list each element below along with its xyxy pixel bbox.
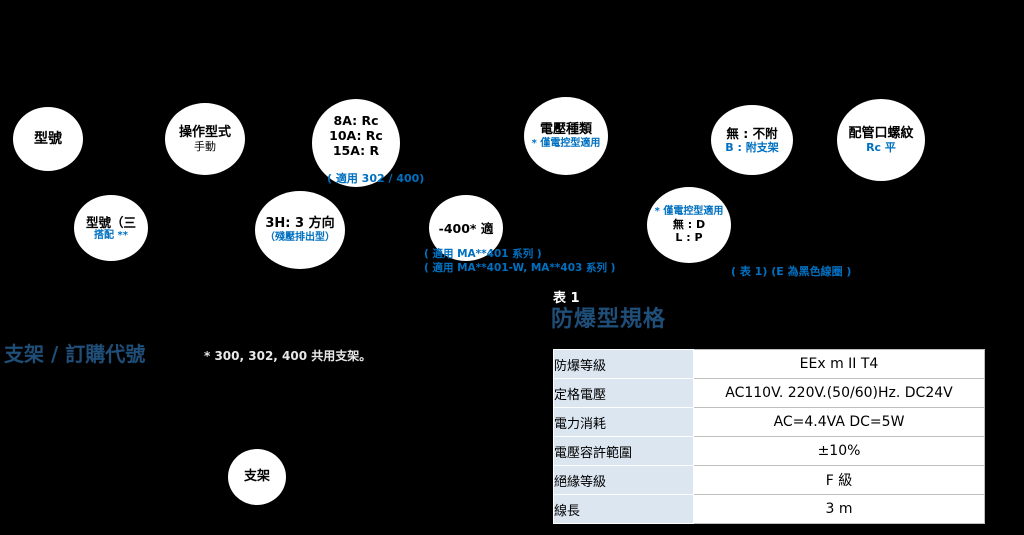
table-row: 線長 3 m [553, 494, 985, 524]
spec-table-tag: 表 1 [553, 291, 580, 306]
spec-table: 防爆等級 EEx m II T4 定格電壓 AC110V. 220V.(50/6… [553, 349, 985, 524]
electric-line-1: 無 : D [672, 217, 706, 231]
callout-three-way: 3H: 3 方向 （殘壓排出型） [255, 191, 345, 269]
row-label: 電壓容許範圍 [553, 436, 694, 466]
port-size-line-2: 10A: Rc [329, 128, 383, 143]
table-ref-note: ( 表 1) (E 為黑色線圈 ) [731, 265, 852, 278]
row-label: 定格電壓 [553, 378, 694, 408]
bracket-note: * 300, 302, 400 共用支架。 [204, 349, 372, 363]
bracket-label: 支架 [243, 469, 270, 485]
row-value: AC=4.4VA DC=5W [693, 407, 985, 437]
operation-label: 操作型式 [178, 124, 231, 140]
table-row: 電壓容許範圍 ±10% [553, 436, 985, 466]
voltage-note: * 僅電控型適用 [531, 137, 601, 149]
port-size-note: ( 適用 302 / 400) [327, 172, 425, 185]
callout-model: 型號 [13, 107, 83, 171]
port-size-line-3: 15A: R [332, 143, 380, 158]
code-400-note-2: ( 適用 MA**401-W, MA**403 系列 ) [424, 262, 616, 274]
pipe-thread-sub: Rc 平 [866, 141, 896, 155]
row-label: 防爆等級 [553, 349, 694, 379]
callout-pipe-thread: 配管口螺紋 Rc 平 [837, 99, 925, 181]
callout-bracket: 支架 [228, 449, 286, 505]
callout-model-triple: 型號（三 搭配 ** [74, 195, 148, 261]
pipe-thread-label: 配管口螺紋 [848, 125, 914, 141]
model-triple-note: 搭配 ** [94, 229, 128, 241]
bracket-option-line-2: B : 附支架 [725, 140, 779, 154]
model-triple-label: 型號（三 [85, 214, 136, 230]
row-label: 電力消耗 [553, 407, 694, 437]
bracket-option-line-1: 無 : 不附 [726, 125, 778, 141]
callout-bracket-option: 無 : 不附 B : 附支架 [711, 105, 793, 175]
row-value: EEx m II T4 [693, 349, 985, 379]
operation-sub: 手動 [194, 140, 216, 154]
three-way-label: 3H: 3 方向 [265, 216, 335, 232]
port-size-line-1: 8A: Rc [333, 113, 379, 128]
electric-line-2: L : P [675, 231, 703, 244]
table-row: 防爆等級 EEx m II T4 [553, 349, 985, 379]
model-label: 型號 [34, 130, 62, 147]
row-value: 3 m [693, 494, 985, 524]
table-row: 絕緣等級 F 級 [553, 465, 985, 495]
voltage-label: 電壓種類 [539, 122, 592, 138]
callout-code-400: -400* 適 [429, 195, 503, 261]
callout-operation: 操作型式 手動 [165, 103, 245, 175]
callout-port-size: 8A: Rc 10A: Rc 15A: R [312, 99, 400, 187]
electric-note: * 僅電控型適用 [654, 205, 724, 217]
row-value: AC110V. 220V.(50/60)Hz. DC24V [693, 378, 985, 408]
callout-electric: * 僅電控型適用 無 : D L : P [647, 187, 731, 263]
code-400-label: -400* 適 [438, 220, 494, 236]
table-row: 定格電壓 AC110V. 220V.(50/60)Hz. DC24V [553, 378, 985, 408]
bracket-heading: 支架 / 訂購代號 [4, 342, 146, 366]
row-value: ±10% [693, 436, 985, 466]
row-label: 絕緣等級 [553, 465, 694, 495]
row-value: F 級 [693, 465, 985, 495]
table-row: 電力消耗 AC=4.4VA DC=5W [553, 407, 985, 437]
code-400-note-1: ( 適用 MA**401 系列 ) [424, 248, 542, 260]
spec-table-title: 防爆型規格 [551, 307, 667, 332]
callout-voltage: 電壓種類 * 僅電控型適用 [524, 97, 608, 175]
three-way-note: （殘壓排出型） [265, 231, 335, 243]
row-label: 線長 [553, 494, 694, 524]
